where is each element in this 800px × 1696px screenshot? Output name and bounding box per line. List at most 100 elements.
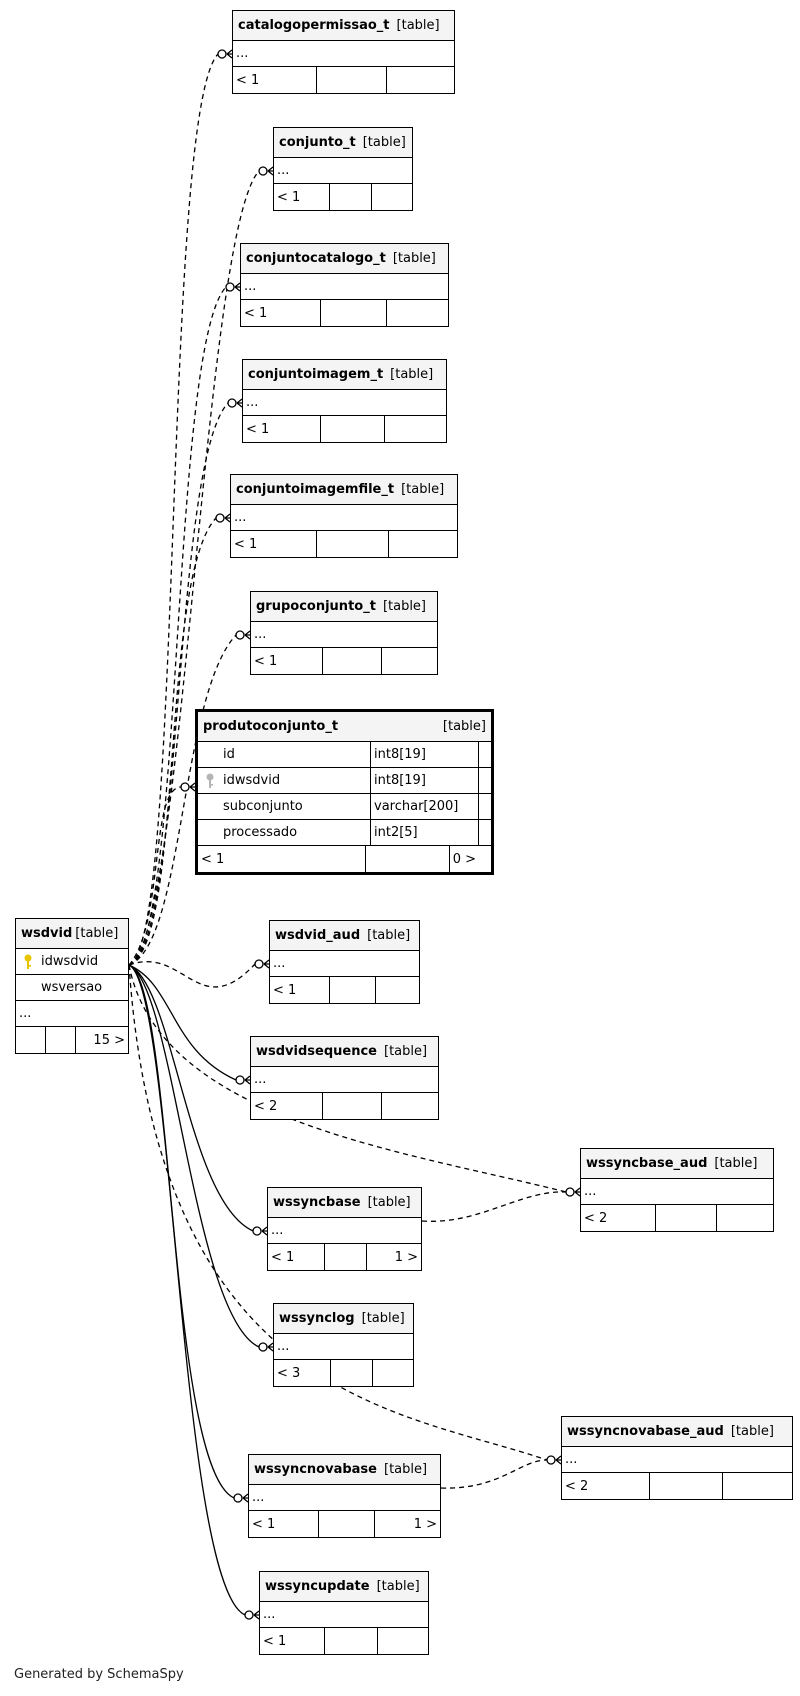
table-footer: < 2 bbox=[251, 1093, 438, 1119]
table-kind: [table] bbox=[376, 1579, 420, 1594]
table-footer-cell: < 1 bbox=[241, 300, 321, 326]
crowfoot-marker bbox=[252, 1226, 268, 1236]
table-header: grupoconjunto_t [table] bbox=[251, 592, 437, 622]
table-footer-cell: < 2 bbox=[581, 1205, 656, 1231]
table-footer-cell bbox=[717, 1205, 773, 1231]
edge-conjuntoimagemfile_t bbox=[128, 517, 217, 966]
column-type: int8[19] bbox=[371, 768, 479, 793]
table-wssynclog[interactable]: wssynclog[table]...< 3 bbox=[273, 1303, 414, 1387]
table-footer-cell: < 1 bbox=[231, 531, 317, 557]
table-footer-cell: < 1 bbox=[243, 416, 321, 442]
table-produtoconjunto_t[interactable]: produtoconjunto_t [table] id int8[19]idwsdv… bbox=[195, 709, 494, 875]
edge-wsdvidsequence bbox=[128, 964, 237, 1081]
table-kind: [table] bbox=[442, 719, 486, 734]
crowfoot-marker bbox=[225, 282, 241, 292]
table-kind: [table] bbox=[362, 135, 406, 150]
table-wssyncbase_aud[interactable]: wssyncbase_aud[table]...< 2 bbox=[580, 1148, 774, 1232]
table-name: wsdvid bbox=[21, 926, 73, 941]
primary-key-icon bbox=[19, 954, 37, 970]
table-wssyncnovabase_aud[interactable]: wssyncnovabase_aud[table]...< 2 bbox=[561, 1416, 793, 1500]
crowfoot-marker bbox=[546, 1455, 562, 1465]
ellipsis-row: ... bbox=[16, 1001, 128, 1027]
table-footer-cell bbox=[656, 1205, 717, 1231]
source-table-footer-cell bbox=[46, 1027, 76, 1053]
table-header: wssyncnovabase[table] bbox=[249, 1455, 440, 1485]
table-name: conjuntocatalogo_t bbox=[246, 251, 386, 266]
table-kind: [table] bbox=[730, 1424, 774, 1439]
table-footer-cell bbox=[319, 1511, 375, 1537]
table-wsdvid_aud[interactable]: wsdvid_aud[table]...< 1 bbox=[269, 920, 420, 1004]
ellipsis-row: ... bbox=[274, 158, 412, 184]
focus-table-footer-cell: < 1 bbox=[198, 846, 367, 872]
table-conjunto_t[interactable]: conjunto_t[table]...< 1 bbox=[273, 127, 413, 211]
column-type: int2[5] bbox=[371, 820, 479, 845]
table-kind: [table] bbox=[390, 367, 434, 382]
edge-conjuntocatalogo_t bbox=[128, 286, 227, 966]
foreign-key-icon bbox=[201, 773, 219, 789]
table-header: wsdvid_aud[table] bbox=[270, 921, 419, 951]
ellipsis-row: ... bbox=[243, 390, 446, 416]
table-footer-cell: < 1 bbox=[274, 184, 330, 210]
crowfoot-marker bbox=[565, 1187, 581, 1197]
table-name: produtoconjunto_t bbox=[203, 719, 339, 734]
crowfoot-marker bbox=[258, 166, 274, 176]
table-footer-cell bbox=[325, 1244, 367, 1270]
crowfoot-marker bbox=[235, 1075, 251, 1085]
table-footer-cell bbox=[382, 648, 437, 674]
column-name: id bbox=[223, 747, 235, 762]
source-table-footer-cell: 15 > bbox=[93, 1032, 125, 1048]
column-name-cell: id bbox=[198, 742, 371, 767]
table-footer-cell: < 3 bbox=[274, 1360, 331, 1386]
table-footer-cell bbox=[382, 1093, 438, 1119]
table-footer-cell: 1 > bbox=[394, 1249, 418, 1265]
table-catalogopermissao_t[interactable]: catalogopermissao_t[table]...< 1 bbox=[232, 10, 455, 94]
table-footer-cell bbox=[317, 67, 387, 93]
column-name: wsversao bbox=[41, 980, 103, 995]
table-footer-cell bbox=[378, 1628, 428, 1654]
table-footer-cell: < 2 bbox=[251, 1093, 323, 1119]
table-footer: < 1 bbox=[251, 648, 437, 674]
table-footer-cell bbox=[387, 300, 448, 326]
edge-wssyncnovabase_aud bbox=[128, 964, 548, 1461]
ellipsis-row: ... bbox=[260, 1602, 428, 1628]
ellipsis-row: ... bbox=[581, 1179, 773, 1205]
table-footer-cell bbox=[723, 1473, 792, 1499]
source-table-footer: 15 > bbox=[16, 1027, 128, 1053]
crowfoot-marker bbox=[235, 630, 251, 640]
edge-conjuntoimagem_t bbox=[128, 402, 229, 966]
table-conjuntoimagemfile_t[interactable]: conjuntoimagemfile_t[table]...< 1 bbox=[230, 474, 458, 558]
table-kind: [table] bbox=[382, 599, 427, 614]
focus-table-footer-cell bbox=[366, 846, 450, 872]
table-footer-cell bbox=[323, 1093, 382, 1119]
table-grupoconjunto_t[interactable]: grupoconjunto_t[table]...< 1 bbox=[250, 591, 438, 675]
edge-grupoconjunto_t bbox=[128, 634, 237, 966]
edge-wssynclog bbox=[128, 964, 260, 1348]
table-footer: < 3 bbox=[274, 1360, 413, 1386]
table-conjuntocatalogo_t[interactable]: conjuntocatalogo_t[table]...< 1 bbox=[240, 243, 449, 327]
table-header: catalogopermissao_t[table] bbox=[233, 11, 454, 41]
edge-wssyncbase-to-aud bbox=[421, 1191, 567, 1222]
table-name: wssyncnovabase bbox=[254, 1462, 377, 1477]
table-conjuntoimagem_t[interactable]: conjuntoimagem_t[table]...< 1 bbox=[242, 359, 447, 443]
edge-catalogopermissao_t bbox=[128, 53, 219, 966]
table-kind: [table] bbox=[396, 18, 440, 33]
table-footer: < 1 bbox=[243, 416, 446, 442]
column-name: idwsdvid bbox=[41, 954, 99, 969]
table-kind: [table] bbox=[714, 1156, 758, 1171]
crowfoot-marker bbox=[258, 1342, 274, 1352]
table-name: wssynclog bbox=[279, 1311, 355, 1326]
table-wssyncupdate[interactable]: wssyncupdate[table]...< 1 bbox=[259, 1571, 429, 1655]
ellipsis-row: ... bbox=[241, 274, 448, 300]
table-wsdvidsequence[interactable]: wsdvidsequence[table]...< 2 bbox=[250, 1036, 439, 1120]
column-type: int8[19] bbox=[371, 742, 479, 767]
table-name: grupoconjunto_t bbox=[256, 599, 376, 614]
